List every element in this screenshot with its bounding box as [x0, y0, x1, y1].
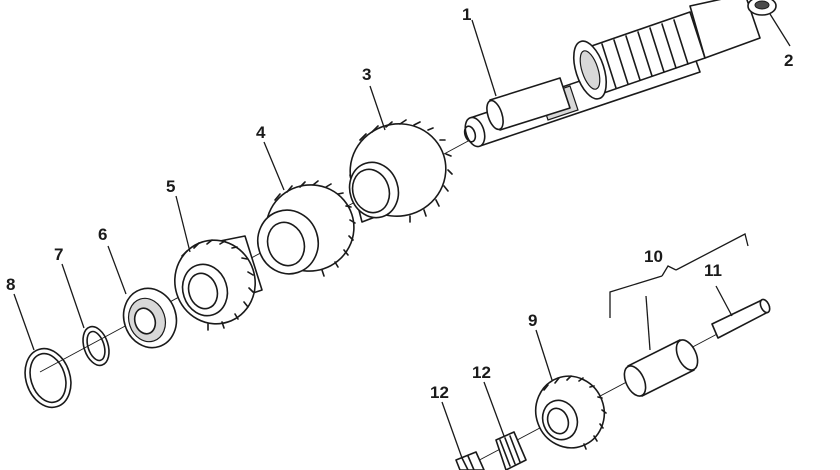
bracket-10 — [609, 233, 749, 318]
counter-shaft-group — [455, 298, 771, 470]
bearing-6 — [122, 287, 178, 349]
leader-lines — [13, 13, 791, 459]
callout-12b: 12 — [472, 363, 491, 382]
leader-4 — [263, 141, 285, 191]
leader-1 — [471, 19, 497, 97]
callout-1: 1 — [462, 5, 471, 24]
gear-4 — [257, 180, 356, 277]
leader-2 — [769, 13, 791, 47]
ring-8 — [24, 347, 72, 409]
leader-5 — [175, 195, 191, 253]
callout-8: 8 — [6, 275, 15, 294]
leader-12b — [483, 381, 505, 437]
part-2-bearing — [747, 0, 777, 16]
callout-2: 2 — [784, 51, 793, 70]
gear-5 — [174, 235, 263, 331]
leader-11 — [715, 285, 733, 317]
leader-10 — [645, 295, 651, 351]
leader-7 — [61, 263, 85, 329]
leader-12a — [441, 401, 463, 459]
callout-12a: 12 — [430, 383, 449, 402]
bracket-10-notch — [661, 265, 677, 277]
main-shaft — [39, 0, 761, 373]
callout-3: 3 — [362, 65, 371, 84]
leader-3 — [369, 85, 386, 131]
callout-10: 10 — [644, 247, 663, 266]
snap-ring-7 — [82, 325, 110, 367]
callout-7: 7 — [54, 245, 63, 264]
leader-8 — [13, 293, 35, 351]
leader-6 — [107, 245, 127, 295]
callout-11: 11 — [704, 261, 722, 280]
leader-9 — [535, 329, 553, 381]
callout-9: 9 — [528, 311, 537, 330]
callout-5: 5 — [166, 177, 175, 196]
callout-6: 6 — [98, 225, 107, 244]
gear-3 — [348, 119, 453, 223]
callout-4: 4 — [256, 123, 266, 142]
